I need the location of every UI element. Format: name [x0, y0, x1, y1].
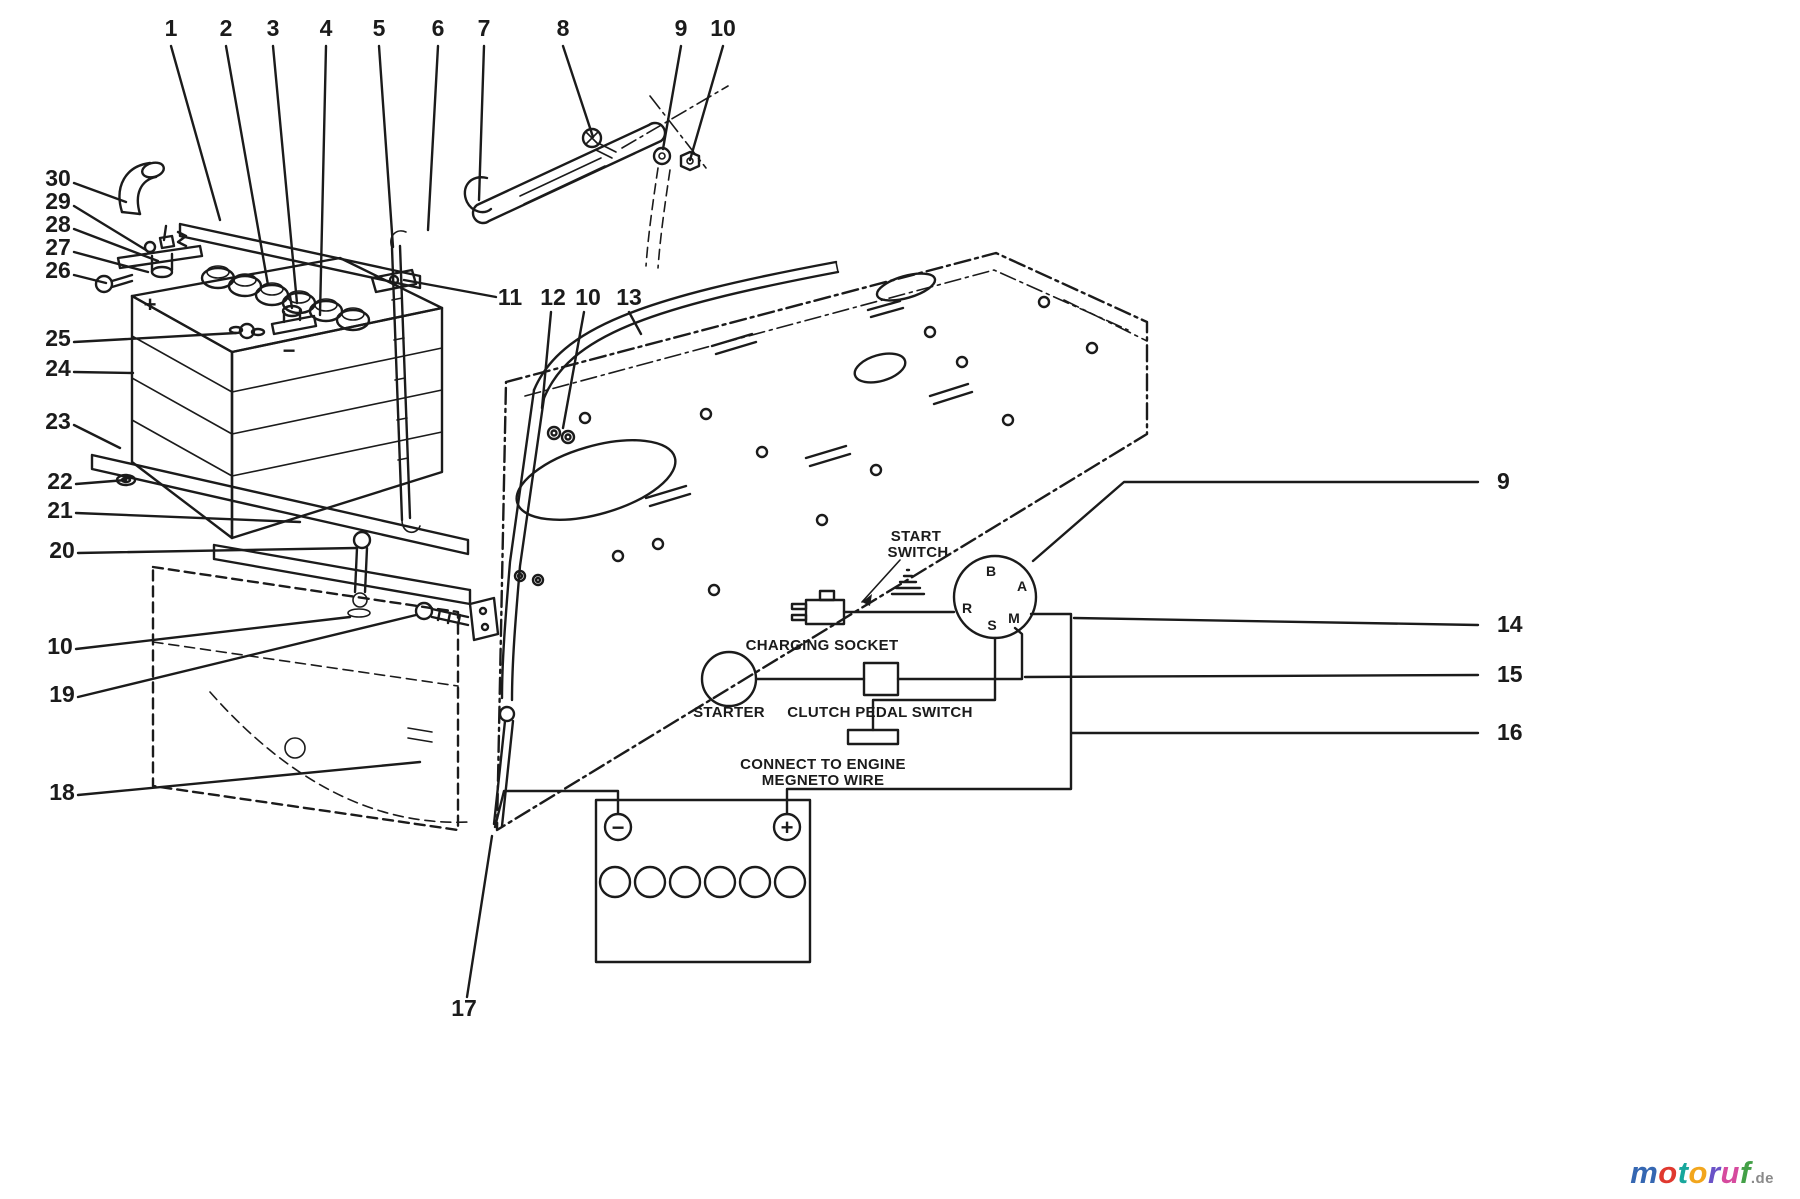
- terminal-s: S: [987, 617, 996, 633]
- positive-terminal-hardware: [94, 224, 204, 294]
- hold-down-bar: [178, 222, 422, 290]
- callout-9-right: 9: [1497, 468, 1510, 494]
- battery-drawing: + −: [94, 161, 444, 540]
- callout-30: 30: [45, 165, 71, 191]
- deck-slots: [644, 299, 974, 508]
- callout-24: 24: [45, 355, 71, 381]
- rod-nuts: [513, 425, 576, 587]
- vent-tube: [118, 161, 165, 216]
- label-arrow-line: [861, 559, 901, 603]
- callout-10-mid: 10: [575, 284, 601, 310]
- callout-25: 25: [45, 325, 71, 351]
- callout-15: 15: [1497, 661, 1523, 687]
- callout-5: 5: [373, 15, 386, 41]
- support-rod: [492, 260, 840, 828]
- callout-20: 20: [49, 537, 75, 563]
- terminal-b: B: [986, 563, 996, 579]
- chassis-deck: [495, 251, 1149, 832]
- wire-battery-negative-to-chassis: [493, 789, 620, 829]
- watermark-letter: t: [1677, 1155, 1689, 1190]
- callout-17: 17: [451, 995, 477, 1021]
- j-hook: [463, 176, 493, 214]
- callout-16: 16: [1497, 719, 1523, 745]
- callout-7: 7: [478, 15, 491, 41]
- tray-washer: [115, 473, 137, 487]
- terminal-r: R: [962, 600, 972, 616]
- starter-circle: [700, 650, 758, 708]
- callout-10: 10: [710, 15, 736, 41]
- terminal-m: M: [1008, 610, 1020, 626]
- callout-4: 4: [320, 15, 333, 41]
- callout-26: 26: [45, 257, 71, 283]
- callout-leader-lines: [72, 44, 1480, 999]
- wiring-schematic: B A R S M START SWITCH CHARGING SOCKET S…: [493, 528, 1073, 964]
- battery-symbol-plus: +: [781, 815, 794, 840]
- wire-clutch-to-switch: [896, 626, 1024, 681]
- strap-bolt: [581, 127, 617, 159]
- watermark-letter: m: [1630, 1155, 1659, 1190]
- wire-switch-to-battery-positive: [785, 612, 1073, 816]
- lower-frame: [151, 565, 469, 832]
- battery-symbol: − +: [594, 798, 812, 964]
- callout-6: 6: [432, 15, 445, 41]
- magneto-connector-symbol: [846, 728, 900, 746]
- watermark-letter: o: [1658, 1155, 1678, 1190]
- start-switch-label-line1: START: [891, 528, 941, 545]
- tray-bolt: [347, 530, 372, 618]
- watermark-logo: motoruf.de: [1630, 1155, 1774, 1191]
- watermark-letter: f: [1739, 1155, 1751, 1190]
- clutch-pedal-switch-symbol: [862, 661, 900, 697]
- callout-13: 13: [616, 284, 642, 310]
- terminal-a: A: [1017, 578, 1027, 594]
- battery-plus-mark: +: [144, 292, 157, 317]
- side-bolt: [414, 596, 500, 642]
- starter-label: STARTER: [693, 704, 765, 721]
- callout-27: 27: [45, 234, 71, 260]
- clutch-pedal-switch-label: CLUTCH PEDAL SWITCH: [787, 704, 972, 721]
- label-arrowhead: [862, 594, 872, 606]
- callout-numbers: 1 2 3 4 5 6 7 8 9 10 30 29 28 27 26 25 2…: [45, 15, 1523, 1021]
- key-symbol: [890, 568, 926, 596]
- callout-28: 28: [45, 211, 71, 237]
- upper-strap-assembly: [463, 85, 729, 269]
- connect-engine-label-line1: CONNECT TO ENGINE: [740, 756, 906, 773]
- callout-3: 3: [267, 15, 280, 41]
- battery-symbol-minus: −: [612, 815, 625, 840]
- charging-socket-symbol: [790, 589, 846, 626]
- threaded-rod: [390, 230, 421, 533]
- watermark-letter: o: [1688, 1155, 1708, 1190]
- watermark-letter: u: [1720, 1155, 1740, 1190]
- callout-29: 29: [45, 188, 71, 214]
- watermark-suffix: .de: [1750, 1170, 1774, 1187]
- callout-1: 1: [165, 15, 178, 41]
- callout-8: 8: [557, 15, 570, 41]
- callout-10-left: 10: [47, 633, 73, 659]
- charging-socket-label: CHARGING SOCKET: [746, 637, 899, 654]
- callout-21: 21: [47, 497, 73, 523]
- callout-14: 14: [1497, 611, 1523, 637]
- callout-23: 23: [45, 408, 71, 434]
- callout-11: 11: [498, 284, 523, 310]
- start-switch-label-line2: SWITCH: [888, 544, 949, 561]
- watermark-letter: r: [1707, 1155, 1721, 1190]
- strap-pivot: [652, 146, 701, 172]
- battery-tray: [90, 453, 500, 642]
- callout-19: 19: [49, 681, 75, 707]
- callout-2: 2: [220, 15, 233, 41]
- callout-22: 22: [47, 468, 73, 494]
- battery-minus-mark: −: [283, 338, 296, 363]
- wire-switch-to-magneto: [871, 636, 997, 732]
- deck-holes: [515, 272, 1099, 597]
- callout-9: 9: [675, 15, 688, 41]
- callout-18: 18: [49, 779, 75, 805]
- callout-12: 12: [540, 284, 566, 310]
- connect-engine-label-line2: MEGNETO WIRE: [762, 772, 885, 789]
- negative-terminal-hardware: [228, 294, 318, 340]
